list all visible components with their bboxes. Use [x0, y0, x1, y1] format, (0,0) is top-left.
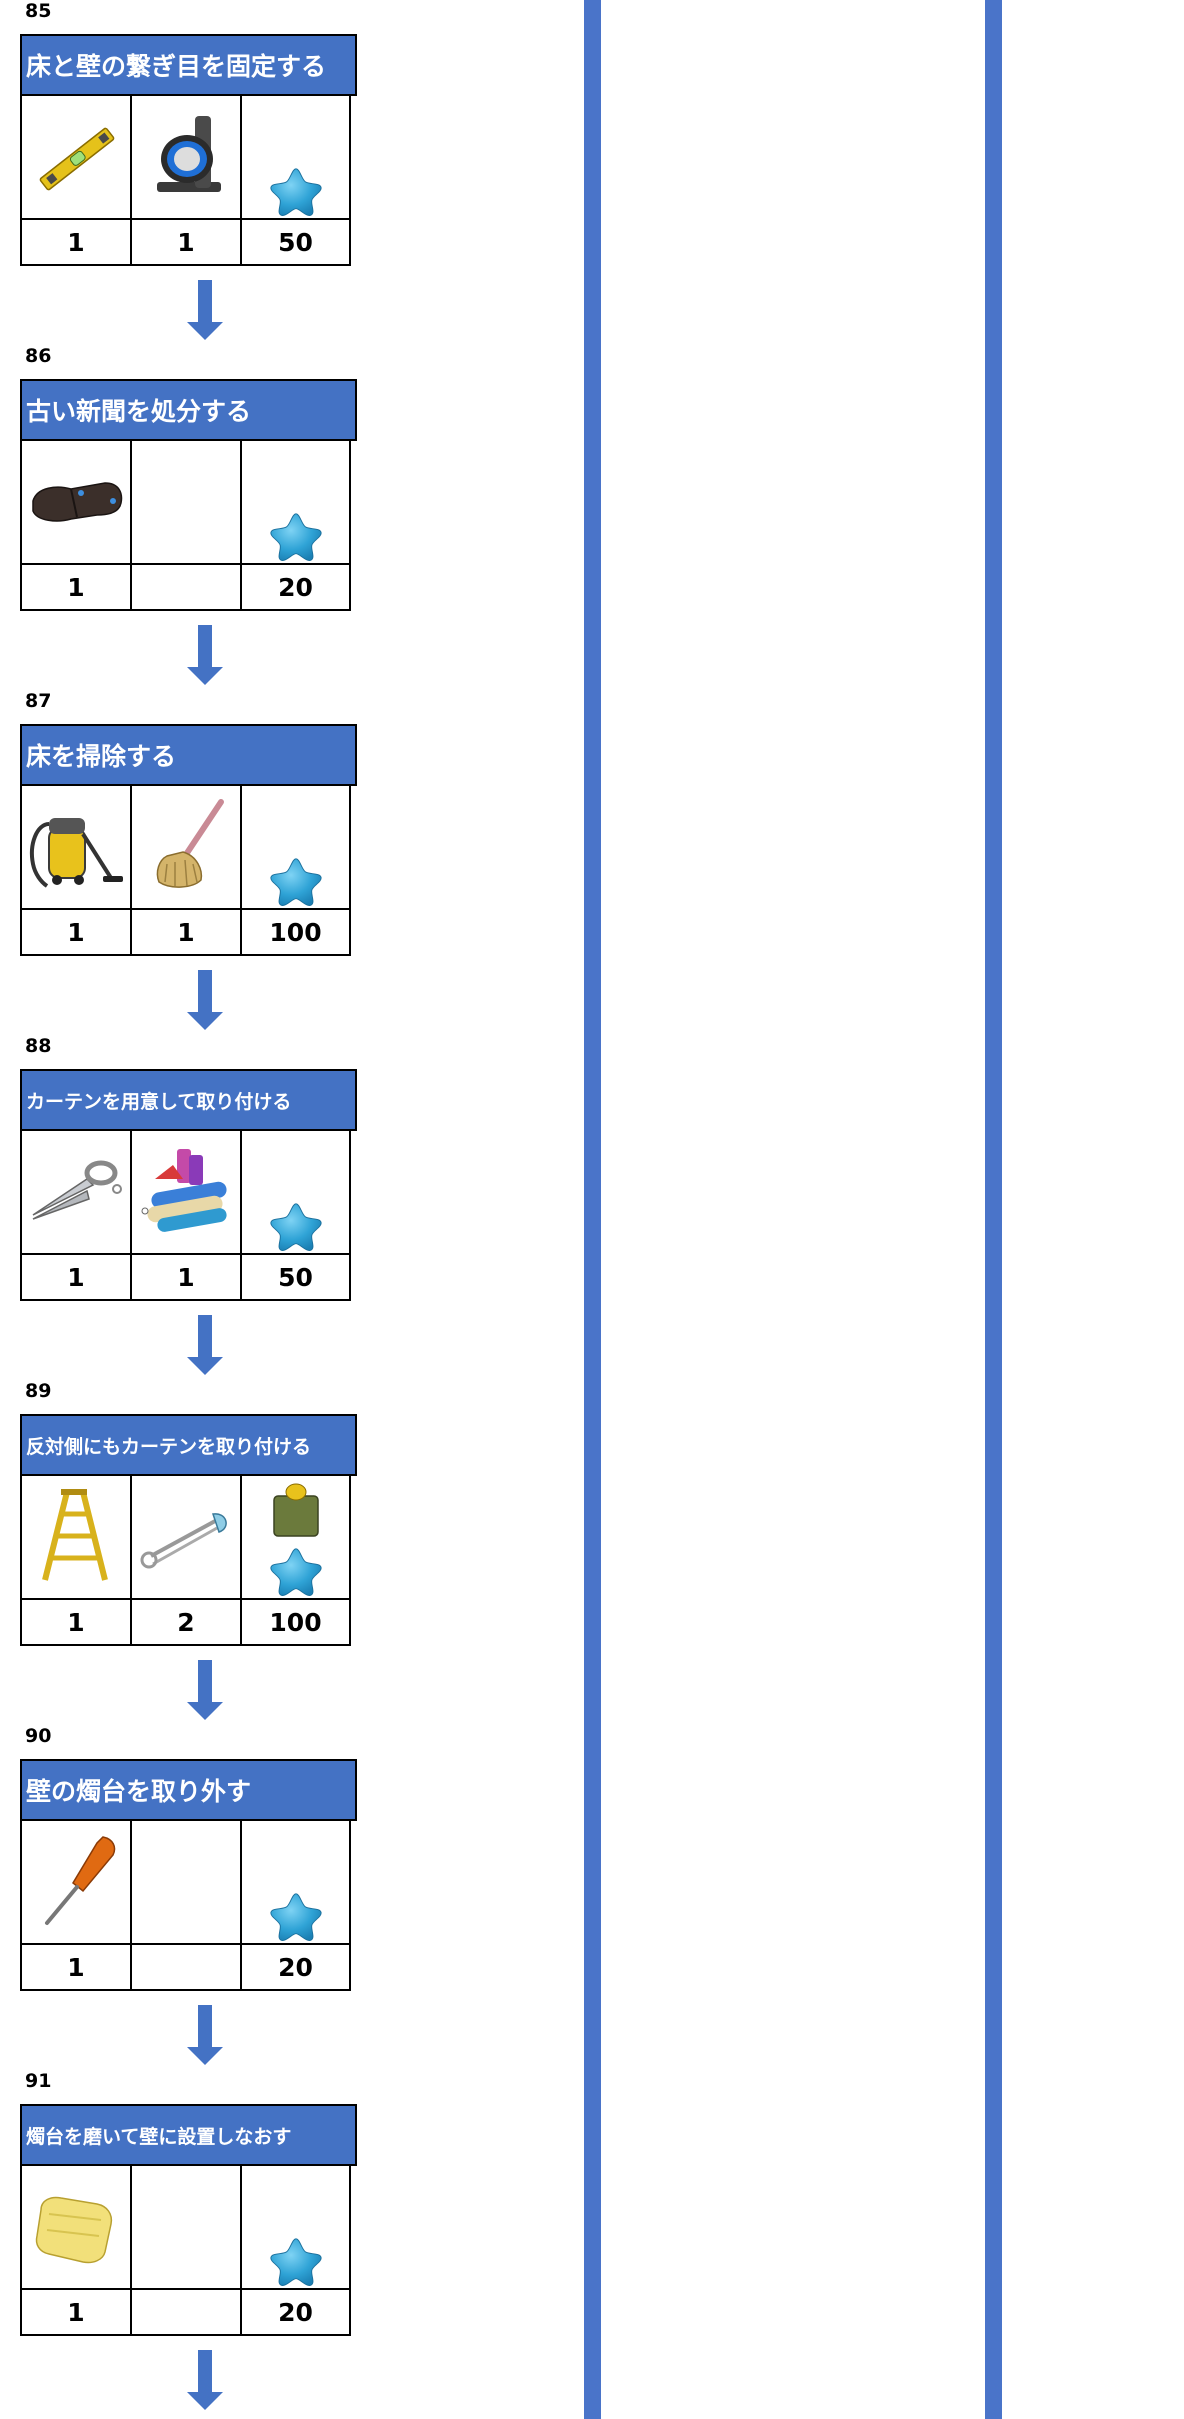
item-cell	[22, 1129, 132, 1255]
reward-cell	[242, 784, 349, 910]
item-cell	[22, 439, 132, 565]
item-quantity	[132, 1945, 242, 1989]
step-number: 86	[25, 345, 52, 367]
column-divider-right	[985, 0, 1002, 2419]
spirit-level-icon	[39, 127, 115, 191]
step-title: 床と壁の繋ぎ目を固定する	[20, 34, 357, 96]
step-title: 燭台を磨いて壁に設置しなおす	[20, 2104, 357, 2166]
arrow-down-icon	[187, 1660, 223, 1720]
requirements-grid: 1 20	[20, 1819, 351, 1991]
item-cell	[132, 1129, 242, 1255]
item-quantity: 1	[22, 1945, 132, 1989]
reward-quantity: 100	[269, 917, 322, 947]
blue-star-icon	[270, 2238, 322, 2286]
green-box-coin-icon	[273, 1483, 319, 1537]
arrow-down-icon	[187, 1315, 223, 1375]
item-quantity: 1	[22, 565, 132, 609]
item-cell	[132, 94, 242, 220]
step-number: 85	[25, 0, 52, 22]
requirements-grid: 1 20	[20, 439, 351, 611]
item-cell	[22, 1819, 132, 1945]
arrow-down-icon	[187, 2005, 223, 2065]
item-cell	[132, 1819, 242, 1945]
step-title: カーテンを用意して取り付ける	[20, 1069, 357, 1131]
item-cell	[22, 784, 132, 910]
item-quantity	[132, 2290, 242, 2334]
scissors-icon	[32, 1160, 122, 1220]
requirements-grid: 1 1 50	[20, 94, 351, 266]
item-cell	[22, 1474, 132, 1600]
reward-cell	[242, 94, 349, 220]
item-cell	[132, 1474, 242, 1600]
reward-quantity: 50	[278, 227, 313, 257]
item-cell	[132, 439, 242, 565]
reward-quantity: 20	[278, 1952, 313, 1982]
arrow-down-icon	[187, 280, 223, 340]
step-number: 88	[25, 1035, 52, 1057]
fabric-rolls-icon	[141, 1149, 227, 1232]
reward-cell	[242, 2164, 349, 2290]
step-title: 反対側にもカーテンを取り付ける	[20, 1414, 357, 1476]
tape-roll-icon	[157, 116, 221, 192]
reward-quantity: 20	[278, 572, 313, 602]
step-number: 87	[25, 690, 52, 712]
step-number: 91	[25, 2070, 52, 2092]
reward-cell	[242, 1474, 349, 1600]
step-title: 古い新聞を処分する	[20, 379, 357, 441]
blue-star-icon	[270, 1893, 322, 1941]
item-quantity: 1	[22, 220, 132, 264]
item-quantity: 1	[22, 1255, 132, 1299]
arrow-down-icon	[187, 625, 223, 685]
step-title: 壁の燭台を取り外す	[20, 1759, 357, 1821]
reward-cell	[242, 1819, 349, 1945]
item-quantity: 1	[22, 910, 132, 954]
vacuum-cleaner-icon	[30, 818, 123, 888]
reward-quantity: 50	[278, 1262, 313, 1292]
arrow-down-icon	[187, 2350, 223, 2410]
item-cell	[132, 2164, 242, 2290]
mop-icon	[156, 799, 224, 888]
ladder-icon	[42, 1489, 108, 1581]
column-divider-left	[584, 0, 601, 2419]
blue-star-icon	[270, 1203, 322, 1251]
step-number: 90	[25, 1725, 52, 1747]
reward-quantity: 20	[278, 2297, 313, 2327]
requirements-grid: 1 20	[20, 2164, 351, 2336]
requirements-grid: 1 1 100	[20, 784, 351, 956]
item-quantity	[132, 565, 242, 609]
safety-pin-icon	[140, 1513, 227, 1569]
item-cell	[22, 94, 132, 220]
item-quantity: 1	[132, 910, 242, 954]
item-cell	[132, 784, 242, 910]
item-quantity: 1	[22, 1600, 132, 1644]
step-title: 床を掃除する	[20, 724, 357, 786]
leather-pouch-icon	[32, 482, 123, 522]
reward-cell	[242, 1129, 349, 1255]
requirements-grid: 1 2 100	[20, 1474, 351, 1646]
yellow-cloth-icon	[35, 2196, 113, 2264]
reward-quantity: 100	[269, 1607, 322, 1637]
blue-star-icon	[270, 858, 322, 906]
item-cell	[22, 2164, 132, 2290]
blue-star-icon	[270, 1548, 322, 1596]
blue-star-icon	[270, 513, 322, 561]
requirements-grid: 1 1 50	[20, 1129, 351, 1301]
reward-cell	[242, 439, 349, 565]
item-quantity: 1	[22, 2290, 132, 2334]
item-quantity: 1	[132, 1255, 242, 1299]
arrow-down-icon	[187, 970, 223, 1030]
step-number: 89	[25, 1380, 52, 1402]
screwdriver-icon	[45, 1836, 116, 1925]
item-quantity: 2	[132, 1600, 242, 1644]
item-quantity: 1	[132, 220, 242, 264]
blue-star-icon	[270, 168, 322, 216]
